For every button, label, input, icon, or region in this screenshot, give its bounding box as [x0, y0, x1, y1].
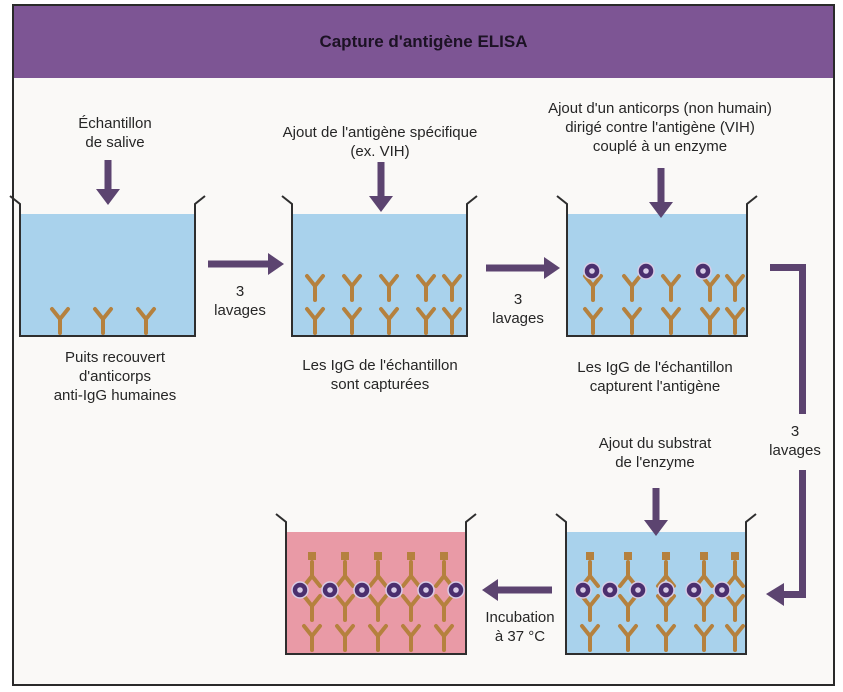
antigen-w4-5-core	[691, 587, 697, 593]
antigen-w5-5-core	[423, 587, 429, 593]
arrow-right-1	[208, 253, 284, 275]
antigen-w3-2-core	[643, 268, 649, 274]
antigen-w5-4-core	[391, 587, 397, 593]
well-2	[282, 196, 477, 336]
arrow-down-antigen-head	[369, 196, 393, 212]
wash-label-2: 3 lavages	[483, 290, 553, 328]
step3-input-label: Ajout d'un anticorps (non humain) dirigé…	[520, 99, 800, 156]
enzyme-tag-w5-3	[374, 552, 382, 560]
arrow-bent-head	[766, 583, 784, 606]
antigen-w3-3-core	[700, 268, 706, 274]
arrow-bent-bottom	[782, 591, 806, 598]
enzyme-tag-w5-2	[341, 552, 349, 560]
enzyme-tag-w4-4	[700, 552, 708, 560]
arrow-down-sample-head	[96, 189, 120, 205]
arrow-right-2	[486, 257, 560, 279]
enzyme-tag-w4-3	[662, 552, 670, 560]
well-5	[276, 514, 476, 654]
arrow-right-1-head	[268, 253, 284, 275]
enzyme-tag-w4-5	[731, 552, 739, 560]
arrow-down-substrate	[644, 488, 668, 536]
wash-label-3: 3 lavages	[762, 422, 828, 460]
enzyme-tag-w4-1	[586, 552, 594, 560]
well-1	[10, 196, 205, 336]
arrow-bent-upper	[799, 264, 806, 414]
arrow-left-incubation	[482, 579, 552, 601]
arrow-down-enzyme-antibody-shaft	[658, 168, 665, 204]
step4-input-label: Ajout du substrat de l'enzyme	[575, 434, 735, 472]
well-3	[557, 196, 757, 336]
arrow-down-enzyme-antibody	[649, 168, 673, 218]
arrow-right-2-shaft	[486, 265, 546, 272]
antigen-w4-2-core	[607, 587, 613, 593]
step2-input-label: Ajout de l'antigène spécifique (ex. VIH)	[255, 123, 505, 161]
antigen-w4-3-core	[635, 587, 641, 593]
arrow-down-antigen	[369, 162, 393, 212]
well-1-liquid	[20, 214, 195, 336]
step1-input-label: Échantillon de salive	[40, 114, 190, 152]
antigen-w5-1-core	[297, 587, 303, 593]
arrow-left-incubation-shaft	[496, 587, 552, 594]
enzyme-tag-w4-2	[624, 552, 632, 560]
arrow-bent-lower	[799, 470, 806, 598]
antigen-w3-1-core	[589, 268, 595, 274]
step3-caption: Les IgG de l'échantillon capturent l'ant…	[555, 358, 755, 396]
antigen-w4-4-core	[663, 587, 669, 593]
arrow-down-antigen-shaft	[378, 162, 385, 198]
arrow-right-2-head	[544, 257, 560, 279]
enzyme-tag-w5-1	[308, 552, 316, 560]
arrow-left-incubation-head	[482, 579, 498, 601]
antigen-w4-6-core	[719, 587, 725, 593]
arrow-right-1-shaft	[208, 261, 270, 268]
incubation-label: Incubation à 37 °C	[470, 608, 570, 646]
arrow-down-sample-shaft	[105, 160, 112, 191]
antigen-w4-1-core	[580, 587, 586, 593]
antigen-w5-6-core	[453, 587, 459, 593]
arrow-down-sample	[96, 160, 120, 205]
arrow-down-substrate-shaft	[653, 488, 660, 522]
enzyme-tag-w5-4	[407, 552, 415, 560]
antigen-w5-3-core	[359, 587, 365, 593]
step1-caption: Puits recouvert d'anticorps anti-IgG hum…	[20, 348, 210, 405]
antigen-w5-2-core	[327, 587, 333, 593]
step2-caption: Les IgG de l'échantillon sont capturées	[280, 356, 480, 394]
enzyme-tag-w5-5	[440, 552, 448, 560]
wash-label-1: 3 lavages	[205, 282, 275, 320]
